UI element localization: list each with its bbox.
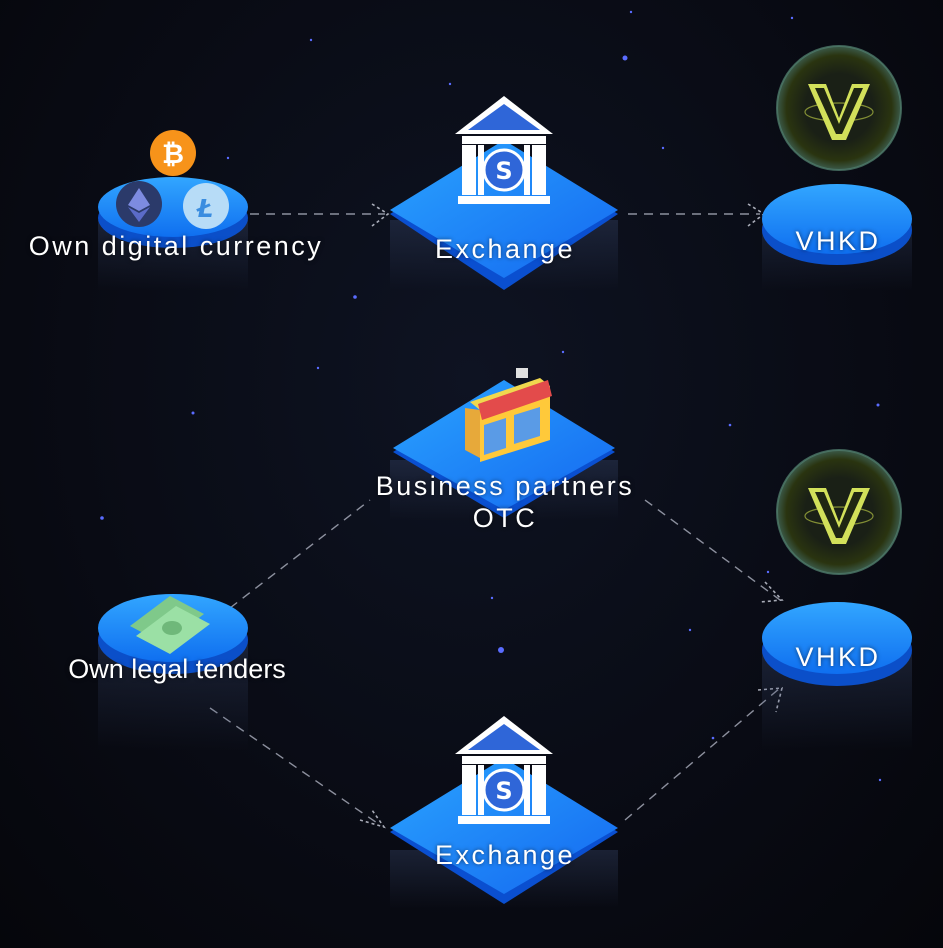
star (790, 16, 794, 20)
star (561, 350, 565, 354)
bank-icon: S (455, 716, 553, 824)
star (191, 411, 195, 415)
star (448, 82, 452, 86)
bank-icon: S (455, 96, 553, 204)
vhkd-top-label: VHKD (795, 226, 881, 256)
star (878, 778, 882, 782)
star (490, 596, 494, 600)
vhkd-coin-bottom (776, 449, 902, 575)
otc-label: OTC (472, 503, 538, 533)
star (226, 156, 230, 160)
arrowhead (747, 203, 766, 227)
exchange-bottom-platform (390, 758, 618, 904)
star (629, 10, 633, 14)
star (498, 647, 504, 653)
exchange-top-platform (390, 140, 618, 290)
star (661, 146, 665, 150)
bitcoin-icon: ₿ (150, 130, 196, 176)
star (766, 570, 770, 574)
star (100, 516, 104, 520)
ethereum-icon (116, 181, 162, 227)
arrowhead (759, 581, 784, 603)
svg-text:S: S (495, 777, 512, 805)
star (688, 628, 692, 632)
exchange-bottom-label: Exchange (434, 840, 576, 870)
arrowhead (359, 809, 386, 829)
star (876, 403, 880, 407)
arrow-exchange-to-vhkd-bottom (624, 687, 781, 821)
vhkd-bottom-label: VHKD (795, 642, 881, 672)
stars (100, 10, 882, 782)
litecoin-icon: Ł (183, 183, 229, 229)
vhkd-coin-top (776, 45, 902, 171)
star (309, 38, 313, 42)
vhkd-bottom-platform (762, 602, 912, 686)
vhkd-top-platform (762, 184, 912, 265)
star (353, 295, 357, 299)
svg-text:S: S (495, 157, 512, 185)
star (622, 55, 628, 61)
star (316, 366, 320, 370)
svg-text:Ł: Ł (196, 194, 214, 223)
exchange-top-label: Exchange (434, 234, 576, 264)
own-digital-currency-label: Own digital currency (28, 231, 324, 261)
cash-icon (130, 596, 210, 654)
arrow-legal-to-otc (229, 499, 371, 609)
star (728, 423, 732, 427)
own-legal-tenders-label: Own legal tenders (68, 654, 286, 684)
svg-text:₿: ₿ (162, 139, 184, 170)
arrowhead (371, 203, 390, 227)
shop-icon (465, 368, 552, 462)
star (711, 736, 715, 740)
arrow-otc-to-vhkd (644, 499, 781, 601)
business-partners-label: Business partners (375, 471, 635, 501)
